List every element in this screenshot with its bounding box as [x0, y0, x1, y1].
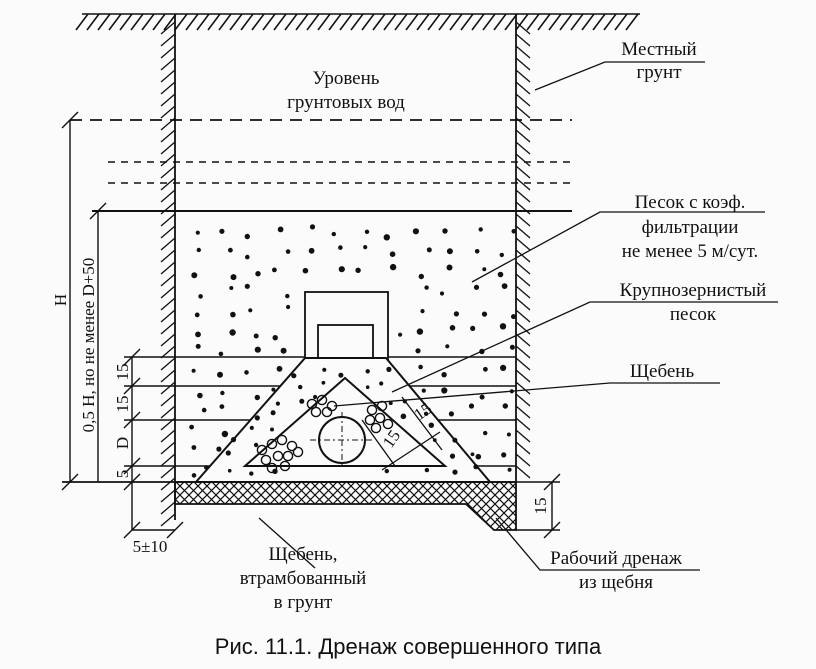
dim-layer-15-a: 15 [113, 364, 132, 381]
dim-half-height: 0,5 H, но не менее D+50 [79, 258, 98, 433]
dim-pipe-d: D [113, 437, 132, 449]
ground-surface [75, 13, 640, 31]
groundwater-label-1: Уровень [313, 68, 380, 89]
compacted-gravel-base [174, 481, 517, 531]
sand-fill-dots [189, 224, 517, 478]
sand-label-2: фильтрации [642, 217, 739, 238]
groundwater-lines [70, 119, 572, 212]
local-soil-label-1: Местный [621, 39, 696, 60]
dim-offset: 5±10 [133, 537, 168, 556]
sand-label-1: Песок с коэф. [635, 192, 746, 213]
dim-layer-15-b: 15 [113, 396, 132, 413]
coarse-sand-label-1: Крупнозернистый [620, 280, 767, 301]
trench-left-wall [160, 14, 176, 527]
leader-lines [258, 61, 778, 571]
coarse-sand-label-2: песок [670, 304, 717, 325]
right-base-dimension [516, 473, 561, 539]
slope-dimension-marks [361, 396, 443, 471]
dim-base-15: 15 [531, 498, 550, 515]
trench-right-wall [515, 14, 531, 482]
work-drainage-label-2: из щебня [579, 572, 653, 593]
compacted-gravel-label-1: Щебень, [268, 544, 337, 565]
left-dimension-lines [61, 111, 184, 539]
gravel-triangle [242, 376, 448, 474]
compacted-gravel-label-3: в грунт [274, 592, 333, 613]
groundwater-label-2: грунтовых вод [287, 92, 405, 113]
figure-caption: Рис. 11.1. Дренаж совершенного типа [215, 634, 602, 659]
sand-label-3: не менее 5 м/сут. [622, 241, 758, 262]
work-drainage-label-1: Рабочий дренаж [550, 548, 683, 569]
local-soil-label-2: грунт [636, 62, 682, 83]
dim-height: H [51, 294, 70, 306]
compacted-gravel-label-2: втрамбованный [240, 568, 367, 589]
drain-pipe [310, 412, 374, 468]
gravel-label: Щебень [630, 361, 695, 382]
dim-layer-5: 5 [113, 470, 132, 479]
